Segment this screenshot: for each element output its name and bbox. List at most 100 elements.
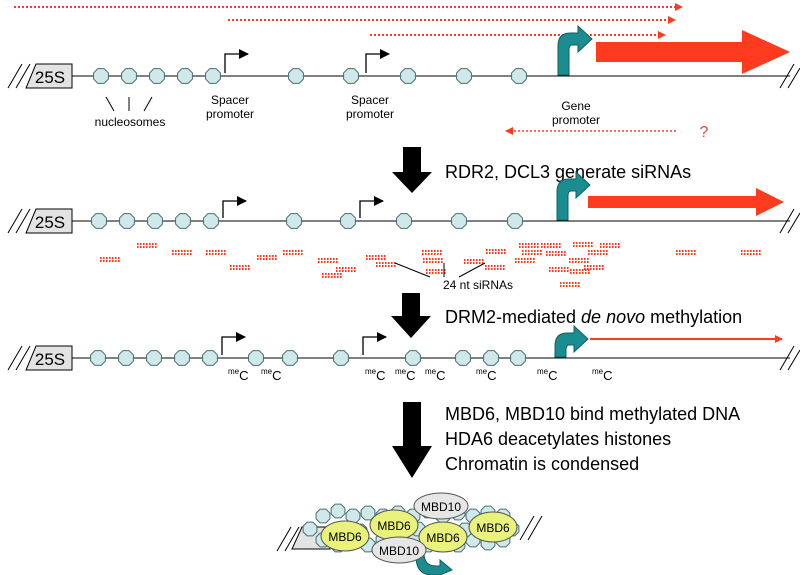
nucleosome xyxy=(282,350,298,366)
step-arrow-1 xyxy=(392,147,432,193)
mbd6-protein-3 xyxy=(418,521,468,553)
spacer-promoter-arrow-5 xyxy=(221,332,246,355)
nucleosome xyxy=(286,213,302,229)
sirna-fragment xyxy=(515,258,536,263)
step-2-prefix: DRM2-mediated xyxy=(445,307,581,327)
nucleosome xyxy=(118,350,134,366)
methyl-cytosine: meC xyxy=(261,367,282,383)
break-mark-left-1 xyxy=(7,63,31,89)
nucleosome xyxy=(330,503,346,519)
sirna-fragment xyxy=(570,269,591,274)
nucleosome xyxy=(405,350,421,366)
break-mark-left-4 xyxy=(276,526,300,552)
step-2-italic: de novo xyxy=(581,307,645,327)
sirna-fragments xyxy=(100,242,762,287)
methyl-cytosine: meC xyxy=(592,367,613,383)
break-mark-right-4 xyxy=(519,515,543,541)
nucleosome xyxy=(400,68,416,84)
sirna-fragment xyxy=(741,250,762,255)
nucleosome xyxy=(119,213,135,229)
spacer-promoter-arrow-4 xyxy=(359,196,384,218)
region-25s-box-2 xyxy=(25,208,73,234)
nucleosome xyxy=(91,213,107,229)
methyl-cytosine: meC xyxy=(228,367,249,383)
break-mark-left-3 xyxy=(7,345,31,371)
step-2-label: DRM2-mediated de novo methylation xyxy=(445,307,742,327)
sirna-fragment xyxy=(584,265,605,270)
panel-4-condensed-chromatin: MBD10 MBD6 MBD6 MBD6 MBD6 MBD10 xyxy=(276,492,543,575)
nucleosome xyxy=(456,68,472,84)
sirna-fragment xyxy=(137,243,158,248)
nucleosome xyxy=(174,350,190,366)
nucleosome xyxy=(507,213,523,229)
region-25s-label-3: 25S xyxy=(35,350,65,369)
nucleosome xyxy=(315,508,331,524)
step-arrow-3 xyxy=(392,402,432,478)
sirna-label: 24 nt siRNAs xyxy=(443,278,513,292)
step-1-label: RDR2, DCL3 generate siRNAs xyxy=(445,162,691,182)
sirna-fragment xyxy=(318,258,339,263)
region-25s-box-3 xyxy=(25,345,73,371)
nucleosome xyxy=(343,68,359,84)
break-mark-left-2 xyxy=(7,208,31,234)
sirna-fragment xyxy=(546,251,567,256)
sirna-fragment xyxy=(588,250,609,255)
step-3-line-3: Chromatin is condensed xyxy=(445,454,639,474)
nucleosome xyxy=(483,350,499,366)
sirna-fragment xyxy=(426,269,447,274)
spacer-promoter-label-1b: promoter xyxy=(206,107,254,121)
nucleosome xyxy=(202,350,218,366)
region-25s-label-2: 25S xyxy=(35,213,65,232)
gene-promoter-label-b: promoter xyxy=(552,113,600,127)
mbd6-label-4: MBD6 xyxy=(476,521,510,535)
nucleosome xyxy=(175,213,191,229)
panel-2-sirna-production: 25S 24 nt siRNAs xyxy=(7,170,800,292)
sirna-fragment xyxy=(336,267,357,272)
spacer-promoter-arrow-1 xyxy=(224,49,249,73)
mbd10-label-top: MBD10 xyxy=(421,500,461,514)
sirna-fragment xyxy=(100,257,121,262)
sirna-fragment xyxy=(569,258,590,263)
spacer-promoter-arrow-2 xyxy=(365,49,390,73)
spacer-promoter-arrow-3 xyxy=(222,196,247,218)
step-3-line-1: MBD6, MBD10 bind methylated DNA xyxy=(445,404,740,424)
mbd10-protein-bottom xyxy=(371,536,427,564)
break-mark-right-3 xyxy=(779,345,800,371)
nucleosome xyxy=(205,68,221,84)
mbd6-label-3: MBD6 xyxy=(426,531,460,545)
sirna-fragment xyxy=(322,273,343,278)
sirna-fragment xyxy=(522,250,543,255)
sirna-fragment xyxy=(573,242,594,247)
break-mark-right-2 xyxy=(779,208,800,234)
sirna-fragment xyxy=(423,258,444,263)
spacer-promoter-label-2a: Spacer xyxy=(351,93,389,107)
sirna-fragment xyxy=(560,282,581,287)
gene-promoter-arrow-3 xyxy=(554,324,589,358)
methyl-cytosine: meC xyxy=(425,367,446,383)
nucleosome xyxy=(396,213,412,229)
sirna-fragment xyxy=(541,243,562,248)
mbd10-protein-top xyxy=(413,492,469,520)
gene-promoter-arrow-2 xyxy=(556,170,591,221)
spacer-promoter-arrow-6 xyxy=(362,332,387,355)
spacer-promoter-label-1a: Spacer xyxy=(211,93,249,107)
mbd10-label-bottom: MBD10 xyxy=(379,544,419,558)
nucleosome xyxy=(333,350,349,366)
sirna-fragment xyxy=(486,249,507,254)
sirna-fragment xyxy=(257,255,278,260)
mbd6-protein-4 xyxy=(468,511,518,543)
step-3-line-2: HDA6 deacetylates histones xyxy=(445,429,671,449)
sirna-pointer-lines xyxy=(394,262,486,278)
nucleosome xyxy=(248,350,264,366)
sirna-fragment xyxy=(283,250,304,255)
sirna-fragment xyxy=(172,250,193,255)
nucleosome xyxy=(340,213,356,229)
sirna-fragment xyxy=(422,250,443,255)
nucleosome xyxy=(121,68,137,84)
sirna-fragment xyxy=(485,265,506,270)
step-arrow-2 xyxy=(391,293,431,338)
nucleosome xyxy=(511,68,527,84)
